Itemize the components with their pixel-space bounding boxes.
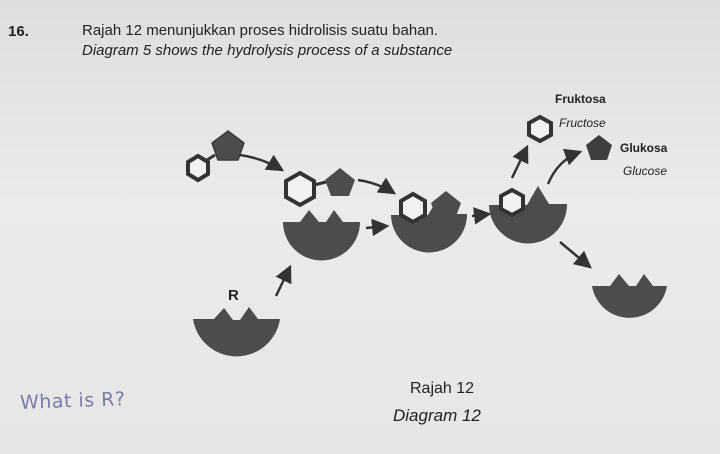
label-fructose-malay: Fruktosa	[555, 92, 606, 106]
fructose-pentagon	[431, 191, 461, 219]
arrow-r-to-enzyme	[274, 264, 292, 297]
fructose-pentagon	[211, 130, 245, 161]
fructose-product-hexagon	[527, 114, 553, 144]
arrow-to-fructose	[510, 144, 529, 179]
handwritten-note: What is R?	[19, 388, 126, 414]
caption-malay: Rajah 12	[410, 380, 475, 397]
label-fructose-english: Fructose	[559, 116, 606, 130]
arrow-to-glucose	[546, 148, 583, 185]
label-glucose-malay: Glukosa	[620, 141, 668, 155]
fructose-pentagon	[325, 168, 355, 196]
arrow-4	[471, 207, 492, 225]
label-glucose-english: Glucose	[623, 164, 667, 178]
arrow-2	[357, 177, 397, 195]
glucose-hexagon	[186, 153, 210, 183]
enzyme-free	[592, 274, 667, 318]
arrow-3	[365, 218, 390, 237]
enzyme-r	[193, 307, 280, 357]
label-enzyme-r: R	[228, 287, 239, 304]
sucrose-near-enzyme	[284, 168, 355, 208]
glucose-product-pentagon	[586, 135, 612, 160]
glucose-hexagon	[284, 170, 316, 208]
question-text-english: Diagram 5 shows the hydrolysis process o…	[82, 42, 453, 59]
arrow-1	[239, 153, 285, 172]
sucrose-molecule	[186, 130, 245, 183]
glucose-hexagon	[399, 191, 427, 225]
glucose-hexagon	[499, 187, 525, 218]
enzyme-substrate-complex	[391, 191, 468, 253]
enzyme	[283, 210, 360, 261]
arrow-5	[559, 241, 592, 269]
question-text-malay: Rajah 12 menunjukkan proses hidrolisis s…	[82, 22, 439, 39]
question-number: 16.	[8, 23, 29, 40]
caption-english: Diagram 12	[393, 406, 481, 425]
